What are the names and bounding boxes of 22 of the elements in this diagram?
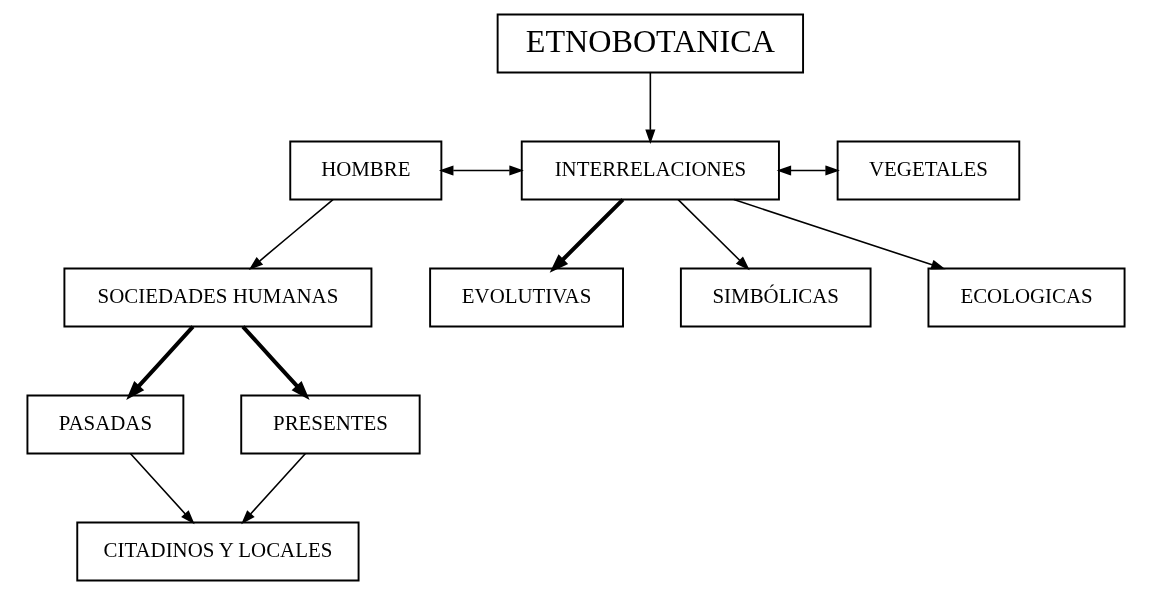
arrow [129,452,195,525]
node-box: PRESENTES [240,394,421,455]
arrow [248,198,334,271]
node-box: VEGETALES [836,140,1021,201]
arrow [549,198,625,273]
arrow [241,452,307,525]
arrow [645,71,656,144]
node-box: SOCIEDADES HUMANAS [63,267,373,328]
node-box: ECOLOGICAS [927,267,1126,328]
node-box: CITADINOS Y LOCALES [76,521,360,582]
arrow [677,198,750,271]
node-box: HOMBRE [289,140,443,201]
arrow [438,165,524,176]
node-box: PASADAS [26,394,185,455]
node-box: EVOLUTIVAS [429,267,624,328]
node-box: SIMBÓLICAS [679,267,872,328]
arrow [733,198,946,270]
arrow [126,325,195,400]
node-box: INTERRELACIONES [520,140,780,201]
arrow [776,165,840,176]
node-box: ETNOBOTANICA [496,13,805,74]
arrow [241,325,310,400]
